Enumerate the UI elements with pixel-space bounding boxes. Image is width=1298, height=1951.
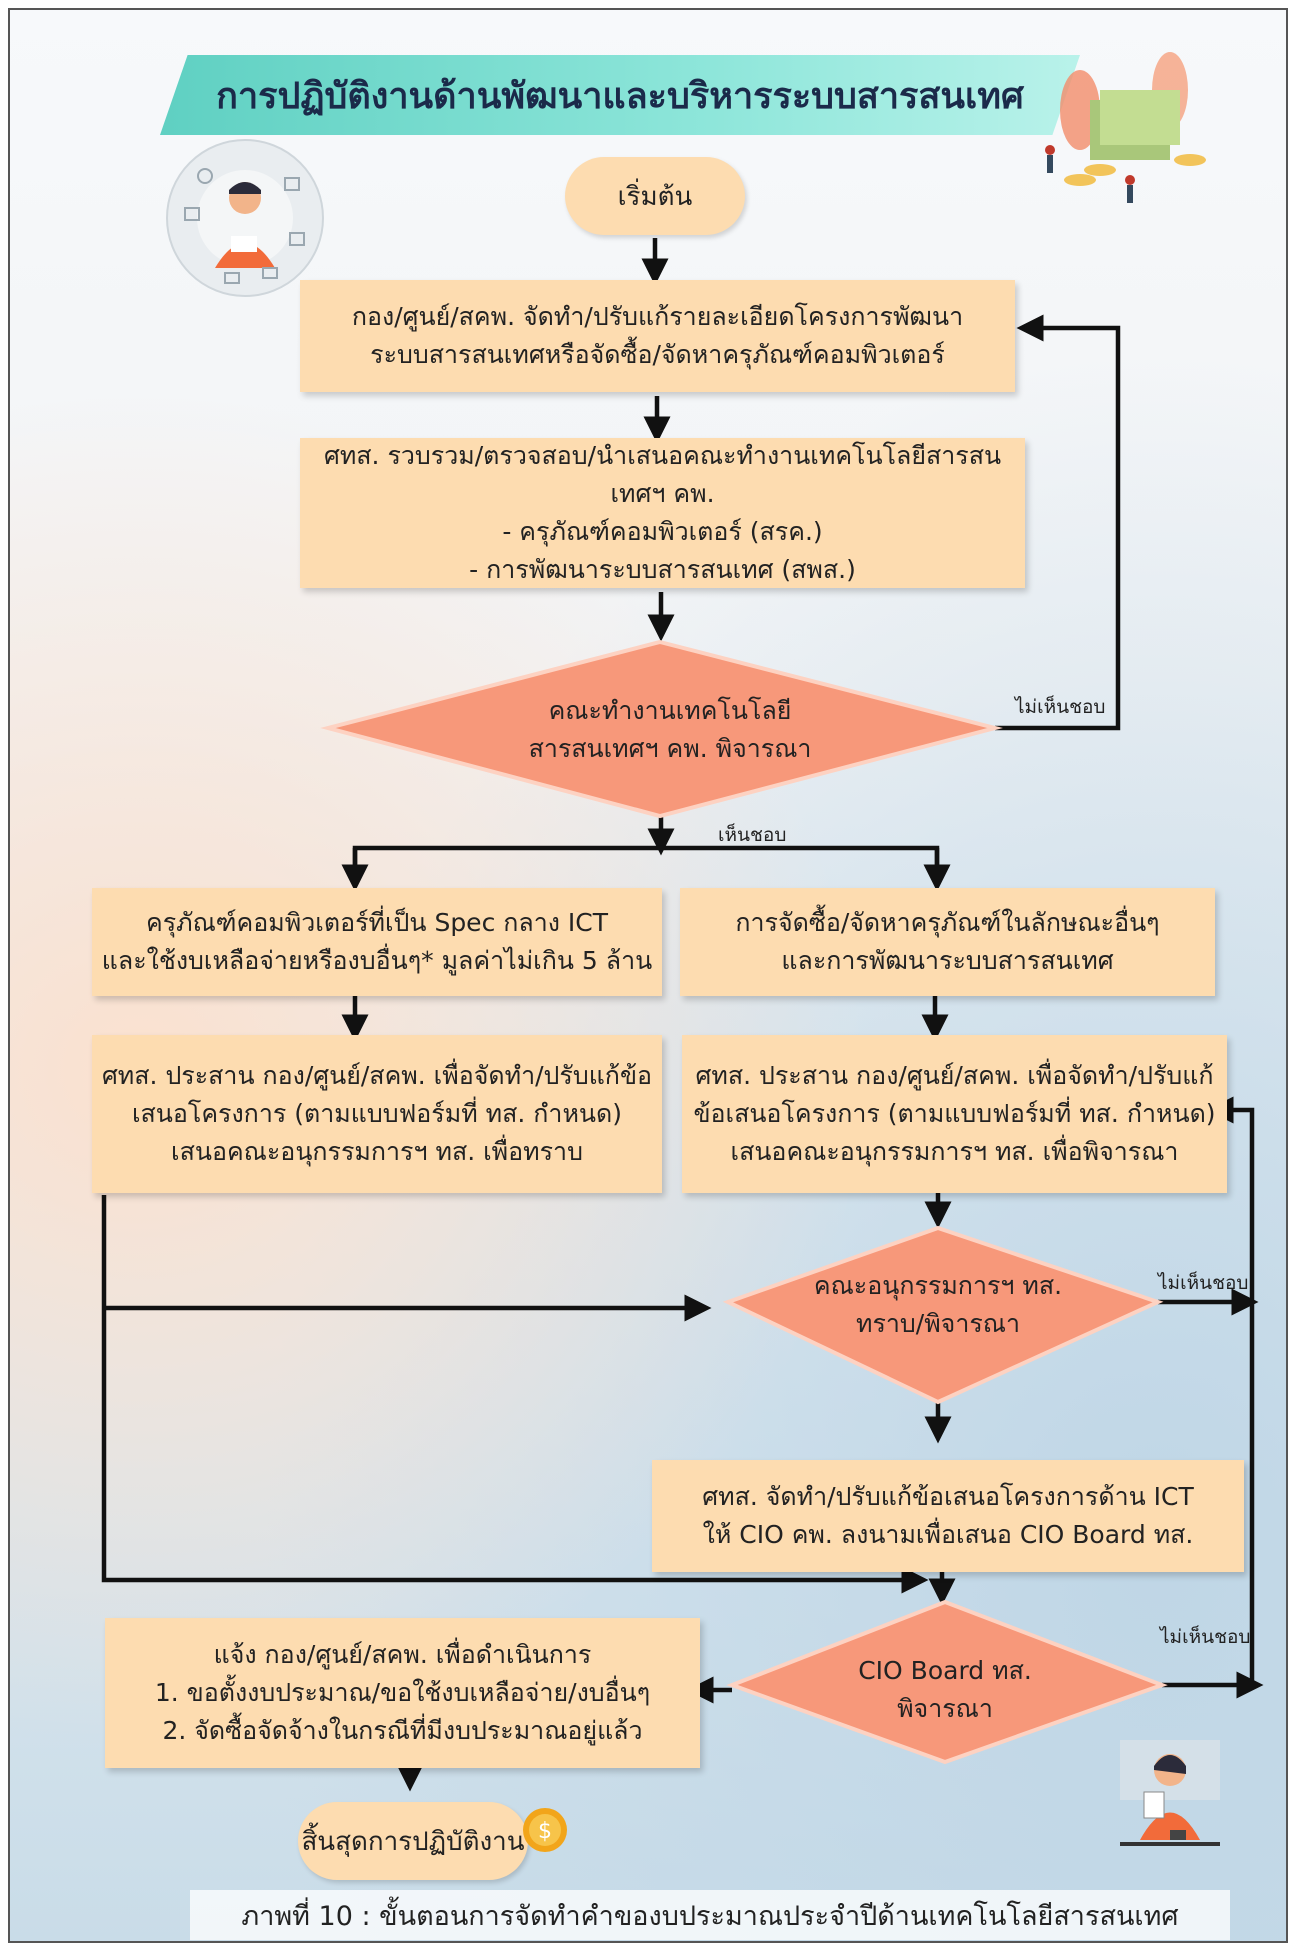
decision2-line2: ทราบ/พิจารณา	[855, 1309, 1021, 1338]
notify-line3: 2. จัดซื้อจัดจ้างในกรณีที่มีงบประมาณอยู่…	[162, 1716, 643, 1745]
left-branch-line1: ครุภัณฑ์คอมพิวเตอร์ที่เป็น Spec กลาง ICT	[145, 908, 609, 937]
cio-step-line1: ศทส. จัดทำ/ปรับแก้ข้อเสนอโครงการด้าน ICT	[702, 1482, 1194, 1511]
step-prepare-project: กอง/ศูนย์/สคพ. จัดทำ/ปรับแก้รายละเอียดโค…	[300, 280, 1015, 392]
money-growth-illustration	[1020, 30, 1230, 230]
decision-diamond-2	[722, 1225, 1164, 1405]
woman-reading-illustration	[1100, 1730, 1240, 1860]
step-collect-review: ศทส. รวบรวม/ตรวจสอบ/นำเสนอคณะทำงานเทคโนโ…	[300, 438, 1025, 588]
end-node: สิ้นสุดการปฏิบัติงาน	[298, 1802, 528, 1880]
step2-line1: ศทส. รวบรวม/ตรวจสอบ/นำเสนอคณะทำงานเทคโนโ…	[323, 441, 1002, 508]
step-coordinate-inform: ศทส. ประสาน กอง/ศูนย์/สคพ. เพื่อจัดทำ/ปร…	[92, 1035, 662, 1193]
decision-diamond-3	[726, 1599, 1168, 1765]
label-disagree-3: ไม่เห็นชอบ	[1160, 1626, 1251, 1648]
right-step-line3: เสนอคณะอนุกรรมการฯ ทส. เพื่อพิจารณา	[730, 1137, 1179, 1166]
decision3-line1: CIO Board ทส.	[858, 1656, 1032, 1685]
title-banner: การปฏิบัติงานด้านพัฒนาและบริหารระบบสารสน…	[160, 55, 1080, 135]
left-branch-line2: และใช้งบเหลือจ่ายหรืองบอื่นๆ* มูลค่าไม่เ…	[101, 946, 653, 975]
decision1-line1: คณะทำงานเทคโนโลยี	[548, 696, 792, 725]
end-label: สิ้นสุดการปฏิบัติงาน	[301, 1826, 525, 1857]
decision1-line2: สารสนเทศฯ คพ. พิจารณา	[528, 734, 812, 763]
step2-line2: - ครุภัณฑ์คอมพิวเตอร์ (สรค.)	[502, 517, 823, 546]
notify-line2: 1. ขอตั้งงบประมาณ/ขอใช้งบเหลือจ่าย/งบอื่…	[154, 1678, 651, 1707]
decision3-text: CIO Board ทส. พิจารณา	[830, 1650, 1060, 1730]
step-coordinate-consider: ศทส. ประสาน กอง/ศูนย์/สคพ. เพื่อจัดทำ/ปร…	[682, 1035, 1227, 1193]
label-agree: เห็นชอบ	[718, 824, 787, 846]
decision2-text: คณะอนุกรรมการฯ ทส. ทราบ/พิจารณา	[788, 1265, 1088, 1345]
svg-text:$: $	[538, 1819, 552, 1844]
cio-step-line2: ให้ CIO คพ. ลงนามเพื่อเสนอ CIO Board ทส.	[702, 1520, 1194, 1549]
branch-other-procurement: การจัดซื้อ/จัดหาครุภัณฑ์ในลักษณะอื่นๆ แล…	[680, 888, 1215, 996]
decision-diamond-1	[320, 639, 1003, 819]
caption-text: ภาพที่ 10 : ขั้นตอนการจัดทำคำของบประมาณป…	[241, 1900, 1179, 1932]
left-step-line3: เสนอคณะอนุกรรมการฯ ทส. เพื่อทราบ	[171, 1137, 583, 1166]
right-branch-line1: การจัดซื้อ/จัดหาครุภัณฑ์ในลักษณะอื่นๆ	[735, 908, 1160, 937]
page-title: การปฏิบัติงานด้านพัฒนาและบริหารระบบสารสน…	[216, 75, 1024, 117]
figure-caption: ภาพที่ 10 : ขั้นตอนการจัดทำคำของบประมาณป…	[190, 1890, 1230, 1940]
decision1-text: คณะทำงานเทคโนโลยี สารสนเทศฯ คพ. พิจารณา	[500, 690, 840, 770]
right-branch-line2: และการพัฒนาระบบสารสนเทศ	[781, 946, 1114, 975]
right-step-line1: ศทส. ประสาน กอง/ศูนย์/สคพ. เพื่อจัดทำ/ปร…	[695, 1061, 1214, 1090]
decision3-line2: พิจารณา	[897, 1694, 993, 1723]
step-cio-sign: ศทส. จัดทำ/ปรับแก้ข้อเสนอโครงการด้าน ICT…	[652, 1460, 1244, 1572]
diagram-frame: การปฏิบัติงานด้านพัฒนาและบริหารระบบสารสน…	[8, 8, 1288, 1943]
notify-line1: แจ้ง กอง/ศูนย์/สคพ. เพื่อดำเนินการ	[213, 1640, 592, 1669]
label-disagree-1: ไม่เห็นชอบ	[1015, 696, 1106, 718]
step2-line3: - การพัฒนาระบบสารสนเทศ (สพส.)	[469, 555, 856, 584]
step1-line1: กอง/ศูนย์/สคพ. จัดทำ/ปรับแก้รายละเอียดโค…	[351, 302, 964, 331]
left-step-line1: ศทส. ประสาน กอง/ศูนย์/สคพ. เพื่อจัดทำ/ปร…	[101, 1061, 653, 1090]
branch-central-spec: ครุภัณฑ์คอมพิวเตอร์ที่เป็น Spec กลาง ICT…	[92, 888, 662, 996]
right-step-line2: ข้อเสนอโครงการ (ตามแบบฟอร์มที่ ทส. กำหนด…	[693, 1099, 1216, 1128]
connector-lines	[101, 238, 1264, 1792]
step-notify-units: แจ้ง กอง/ศูนย์/สคพ. เพื่อดำเนินการ 1. ขอ…	[105, 1618, 700, 1768]
step1-line2: ระบบสารสนเทศหรือจัดซื้อ/จัดหาครุภัณฑ์คอม…	[370, 340, 945, 369]
start-label: เริ่มต้น	[617, 181, 693, 212]
start-node: เริ่มต้น	[565, 157, 745, 235]
left-step-line2: เสนอโครงการ (ตามแบบฟอร์มที่ ทส. กำหนด)	[131, 1099, 622, 1128]
coin-icon: $	[520, 1805, 570, 1855]
label-disagree-2: ไม่เห็นชอบ	[1158, 1272, 1249, 1294]
person-thinking-illustration	[165, 138, 325, 298]
decision2-line1: คณะอนุกรรมการฯ ทส.	[813, 1271, 1063, 1300]
